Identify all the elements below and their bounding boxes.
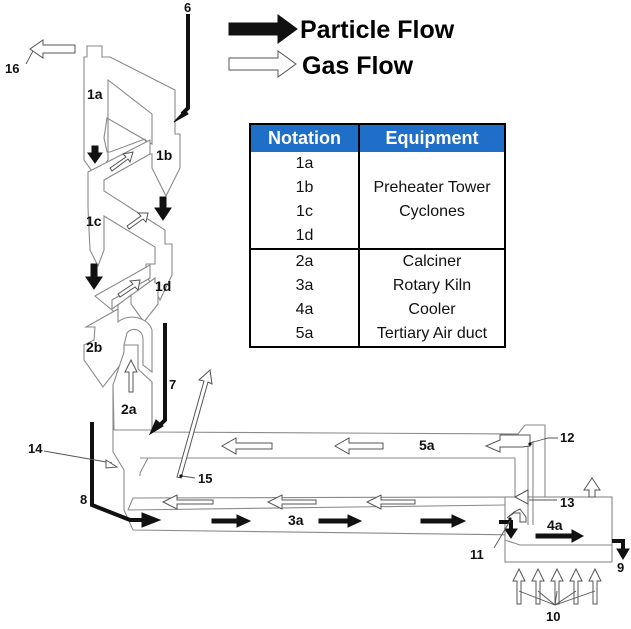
- notation-5a: 5a: [295, 325, 314, 342]
- gas-arrow-1a-1b: [109, 151, 134, 172]
- kiln-inlet-housing: [112, 385, 521, 536]
- particle-arrow-kiln-3: [420, 514, 467, 528]
- header-equipment: Equipment: [359, 124, 505, 152]
- particle-arrow-1a-down: [87, 145, 103, 164]
- label-1c: 1c: [86, 213, 102, 229]
- equipment-labels: 1a 1b 1c 1d 2b 2a 3a 4a 5a: [86, 86, 563, 533]
- particle-line-7: [155, 323, 167, 430]
- group-preheater: 1a 1b 1c 1d Preheater Tower Cyclones: [250, 152, 505, 249]
- gas-arrow-16: [29, 39, 76, 59]
- gas-arrow-10b: [531, 567, 545, 605]
- gas-arrow-1c-1d: [126, 212, 149, 230]
- equipment-tertiary-air-duct: Tertiary Air duct: [376, 325, 488, 342]
- gas-arrow-kiln-1: [161, 494, 214, 510]
- particle-arrow-kiln-1: [211, 514, 252, 528]
- particle-feed-6: [180, 14, 190, 116]
- particle-flow-arrows: [85, 14, 630, 560]
- stream-13: 13: [560, 495, 574, 510]
- cyclone-2b: [83, 308, 153, 388]
- notation-1c: 1c: [296, 203, 313, 220]
- stream-7: 7: [169, 377, 176, 392]
- notation-cell: 1a 1b 1c 1d: [250, 152, 360, 249]
- rotary-kiln-3a: [127, 504, 506, 511]
- group-other: 2a 3a 4a 5a Calciner Rotary Kiln Cooler …: [250, 248, 505, 347]
- particle-arrow-1b-down: [154, 196, 172, 221]
- gas-arrow-13: [513, 489, 529, 505]
- tertiary-duct-inner: [139, 457, 149, 476]
- notation-4a: 4a: [295, 301, 314, 318]
- gas-arrow-kiln-3: [365, 494, 416, 510]
- stream-9: 9: [617, 560, 624, 575]
- gas-arrow-1d-2b: [117, 279, 141, 298]
- label-3a: 3a: [288, 512, 304, 528]
- particle-arrow-1c-down: [85, 263, 103, 290]
- equipment-calciner: Calciner: [402, 253, 462, 270]
- gas-flow-legend-label: Gas Flow: [302, 52, 414, 80]
- particle-arrow-cooler: [535, 529, 585, 543]
- cooler-4a: [504, 441, 613, 563]
- label-2b: 2b: [86, 339, 102, 355]
- particle-arrow-9: [612, 539, 625, 550]
- label-2a: 2a: [121, 401, 137, 417]
- notation-1a: 1a: [295, 155, 314, 172]
- label-4a: 4a: [547, 517, 563, 533]
- stream-8: 8: [80, 492, 87, 507]
- label-1a: 1a: [87, 86, 103, 102]
- particle-flow-legend-icon: [228, 14, 298, 44]
- equipment-preheater-line2: Cyclones: [399, 203, 465, 220]
- stream-11: 11: [470, 547, 484, 562]
- gas-arrow-5a-1: [220, 437, 273, 455]
- gas-flow-legend-icon: [228, 50, 297, 78]
- gas-arrow-10c: [550, 567, 564, 605]
- stream-numbers: 6 16 7 14 8 15 12 13 11 9 10: [5, 0, 624, 624]
- equipment-cell: Preheater Tower Cyclones: [359, 152, 505, 249]
- equipment-rotary-kiln: Rotary Kiln: [392, 277, 472, 294]
- notation-table: Notation Equipment 1a 1b 1c 1d Preheater…: [249, 123, 506, 348]
- label-1b: 1b: [156, 147, 172, 163]
- stream-15: 15: [198, 471, 212, 486]
- legend: Particle Flow Gas Flow: [228, 14, 455, 80]
- cyclone-1d: [94, 264, 159, 323]
- gas-arrow-10d: [569, 567, 583, 605]
- gas-arrow-15: [176, 368, 213, 479]
- gas-flow-arrows: [29, 39, 602, 605]
- label-1d: 1d: [155, 278, 171, 294]
- stream-10: 10: [546, 609, 560, 624]
- gas-arrow-10a: [512, 567, 526, 605]
- gas-arrow-10e: [588, 567, 602, 605]
- stream-14: 14: [28, 441, 43, 456]
- gas-arrow-11: [506, 508, 527, 523]
- leader-lines: [25, 50, 596, 606]
- notation-1b: 1b: [295, 179, 314, 196]
- particle-arrow-11: [499, 520, 513, 530]
- stream-6: 6: [184, 0, 191, 15]
- gas-arrow-5a-2: [333, 437, 384, 455]
- gas-arrow-cooler-vent: [583, 477, 601, 498]
- particle-line-8: [90, 422, 143, 522]
- header-notation: Notation: [250, 124, 360, 152]
- gas-arrow-kiln-2: [266, 494, 317, 510]
- stream-12: 12: [560, 430, 574, 445]
- notation-2a: 2a: [295, 253, 314, 270]
- equipment-preheater-line1: Preheater Tower: [373, 179, 491, 196]
- gas-arrow-calciner-up: [124, 358, 138, 393]
- equipment-cell: Calciner Rotary Kiln Cooler Tertiary Air…: [359, 248, 505, 347]
- label-5a: 5a: [419, 437, 435, 453]
- gas-arrow-12: [484, 434, 531, 453]
- stream-16: 16: [5, 61, 19, 76]
- equipment-cooler: Cooler: [408, 301, 456, 318]
- notation-cell: 2a 3a 4a 5a: [250, 248, 360, 347]
- notation-1d: 1d: [295, 227, 314, 244]
- particle-arrow-kiln-2: [318, 514, 363, 528]
- particle-flow-legend-label: Particle Flow: [300, 16, 455, 44]
- notation-3a: 3a: [295, 277, 314, 294]
